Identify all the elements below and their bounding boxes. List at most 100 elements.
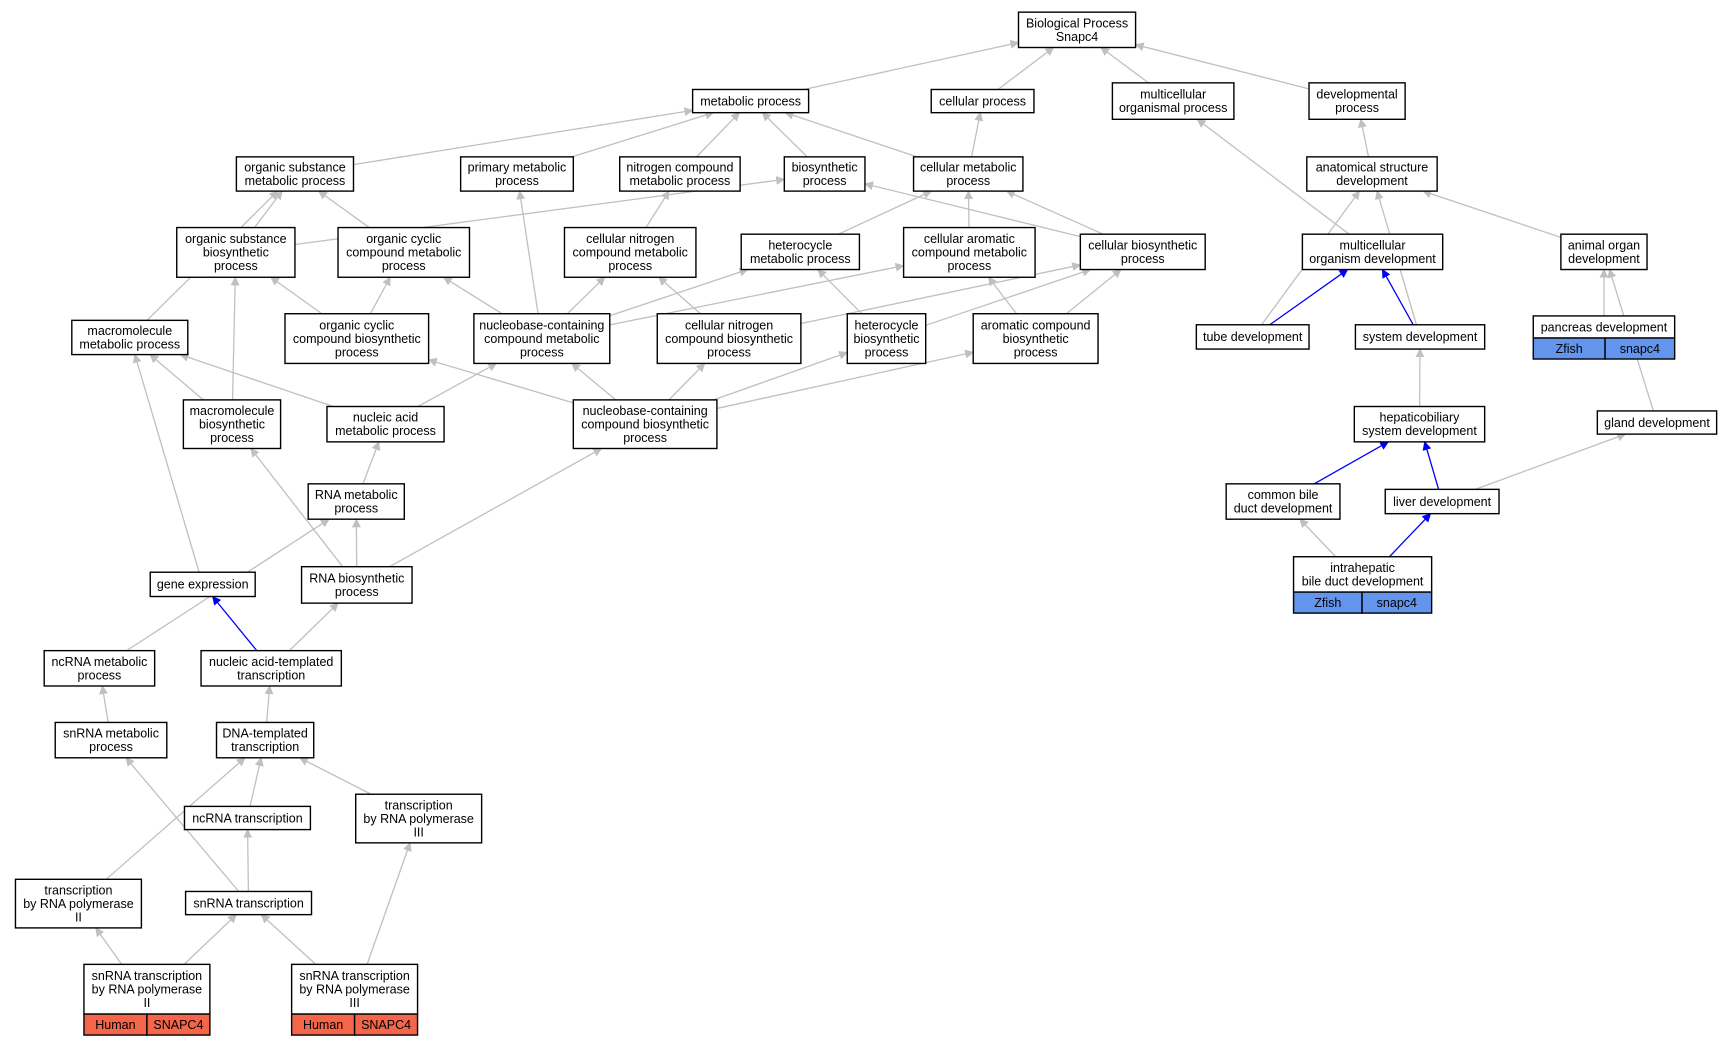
edge-cellaromet-to-cellmet — [964, 190, 974, 228]
term-label-line: RNA biosynthetic — [309, 571, 404, 585]
term-label-line: II — [75, 910, 82, 924]
edge-ncrnat-to-dnat — [249, 756, 264, 807]
edge-liverdev-to-glanddev — [1474, 432, 1627, 490]
edge-cellmet-to-cellp — [970, 111, 984, 157]
edge-cellnitbio-to-cellnitmet — [658, 276, 701, 315]
go-term-snrnat[interactable]: snRNA transcription — [184, 890, 313, 916]
term-box — [184, 890, 313, 916]
term-label-line: process — [214, 259, 258, 273]
term-label-line: II — [143, 996, 150, 1010]
term-label-line: biosynthetic — [792, 161, 858, 175]
term-label-line: organic substance — [244, 161, 346, 175]
go-term-ncrnat[interactable]: ncRNA transcription — [183, 805, 312, 831]
term-label-line: metabolic process — [245, 174, 346, 188]
term-label-line: RNA metabolic — [315, 488, 398, 502]
term-label-line: snRNA transcription — [299, 969, 410, 983]
edge-snrnamet-to-ncrnamet — [99, 685, 109, 723]
term-label-line: metabolic process — [79, 338, 180, 352]
go-term-tubedev[interactable]: tube development — [1195, 324, 1310, 350]
term-label-line: metabolic process — [335, 424, 436, 438]
term-box — [691, 88, 810, 114]
term-label-line: compound biosynthetic — [581, 417, 709, 431]
edge-biosyn-to-metab — [761, 112, 808, 158]
term-label-line: organic cyclic — [319, 318, 394, 332]
term-box — [656, 313, 802, 365]
term-label-line: system development — [1362, 424, 1477, 438]
term-label-line: biosynthetic — [199, 417, 265, 431]
term-label-line: heterocycle — [855, 318, 919, 332]
term-label-line: nucleobase-containing — [479, 318, 604, 332]
term-label-line: liver development — [1393, 495, 1491, 509]
go-term-sysdev[interactable]: system development — [1354, 324, 1486, 350]
edge-hetbio-to-hetmet — [817, 268, 863, 315]
go-term-liverdev[interactable]: liver development — [1384, 488, 1500, 515]
term-label-line: process — [1335, 101, 1379, 115]
term-box — [183, 805, 312, 831]
term-label-line: compound metabolic — [346, 246, 461, 260]
edge-orgcycmet-to-orgsubmet — [317, 190, 370, 229]
term-box — [1301, 233, 1444, 271]
term-label-line: process — [495, 174, 539, 188]
edge-snpol2-to-snrnat — [183, 914, 238, 965]
edge-nbcbio-to-hetbio — [713, 350, 849, 401]
edge-nbcmet-to-primmet — [516, 190, 539, 314]
edge-cellbio-to-biosyn — [864, 181, 1081, 238]
edge-nbcbio-to-nbcmet — [571, 362, 617, 401]
go-term-metab[interactable]: metabolic process — [691, 88, 810, 114]
edge-cellmet-to-metab — [784, 110, 918, 158]
go-term-geneexp[interactable]: gene expression — [149, 571, 256, 598]
term-label-line: process — [210, 431, 254, 445]
edge-snpol3-to-tpol3 — [366, 842, 412, 965]
edge-nbcmet-to-orgcycmet — [442, 276, 503, 315]
term-label-line: cellular aromatic — [924, 232, 1015, 246]
term-label-line: process — [608, 259, 652, 273]
go-term-pancdev[interactable]: pancreas development — [1532, 315, 1676, 339]
go-term-cellp[interactable]: cellular process — [930, 88, 1035, 114]
term-label-line: process — [382, 259, 426, 273]
term-label-line: nitrogen compound — [626, 161, 733, 175]
go-term-glanddev[interactable]: gland development — [1596, 410, 1718, 435]
